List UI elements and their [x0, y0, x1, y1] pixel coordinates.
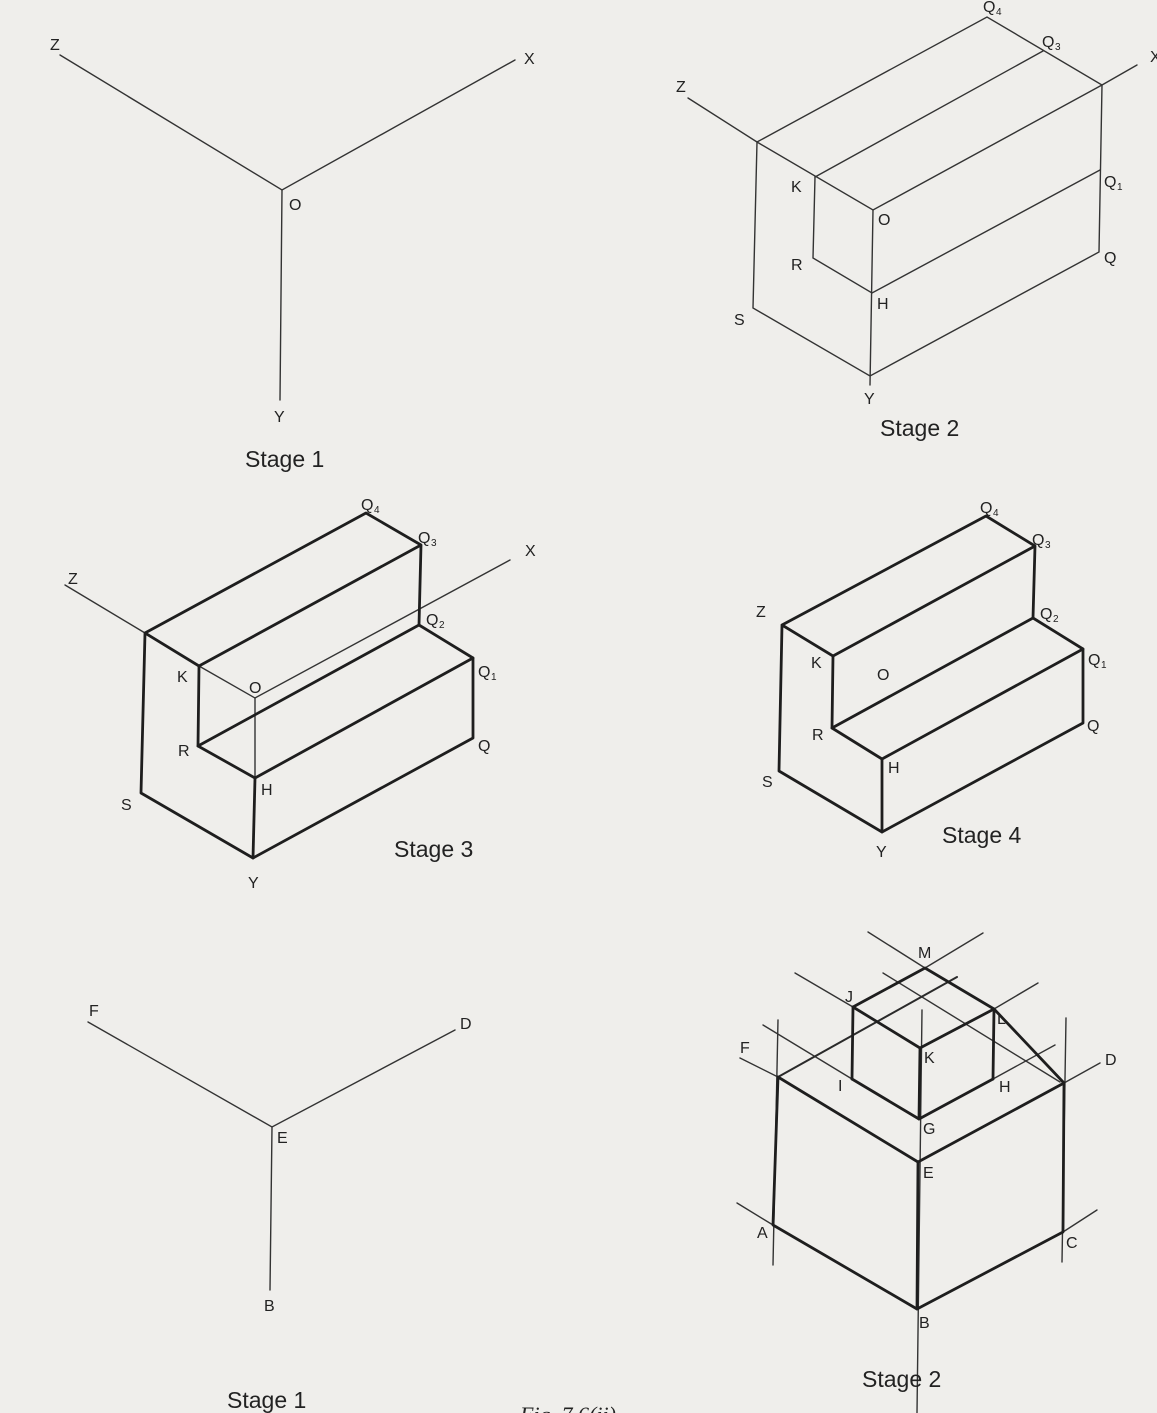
label-q4-sub: 4	[996, 7, 1002, 18]
label-q1-sub: 1	[1101, 660, 1107, 671]
label-q1-sub: 1	[1117, 182, 1123, 193]
stage-caption: Stage 4	[942, 822, 1021, 848]
label-a: A	[757, 1225, 768, 1242]
label-k: K	[924, 1050, 935, 1067]
label-l: L	[997, 1011, 1006, 1028]
label-q4: Q	[980, 500, 992, 517]
label-k: K	[791, 179, 802, 196]
z-x-axes	[59, 54, 516, 191]
label-q3-sub: 3	[1045, 540, 1051, 551]
label-r: R	[812, 727, 824, 744]
label-s: S	[121, 797, 132, 814]
label-y: Y	[864, 391, 875, 408]
label-q1: Q	[1104, 174, 1116, 191]
figure-caption: Fig. 7.6(ii)	[519, 1402, 616, 1413]
label-q4: Q	[983, 0, 995, 16]
label-q: Q	[1104, 250, 1116, 267]
label-q: Q	[1087, 718, 1099, 735]
label-y: Y	[274, 409, 285, 426]
label-e: E	[923, 1165, 934, 1182]
label-y: Y	[876, 844, 887, 861]
stage-caption: Stage 2	[862, 1366, 941, 1392]
label-q1: Q	[478, 664, 490, 681]
label-d: D	[1105, 1052, 1117, 1069]
label-q3: Q	[1032, 532, 1044, 549]
label-e: E	[277, 1130, 288, 1147]
stage-caption: Stage 3	[394, 836, 473, 862]
label-q3: Q	[1042, 34, 1054, 51]
label-y: Y	[248, 875, 259, 892]
label-q1-sub: 1	[491, 672, 497, 683]
label-q4: Q	[361, 497, 373, 514]
label-c: C	[1066, 1235, 1078, 1252]
label-h: H	[888, 760, 900, 777]
label-r: R	[791, 257, 803, 274]
second-stage2-block-diagram: M J L F K I H D G E A C B Stage 2	[736, 931, 1117, 1413]
label-o: O	[878, 212, 890, 229]
label-q4-sub: 4	[993, 508, 999, 519]
label-s: S	[734, 312, 745, 329]
stage-caption: Stage 2	[880, 415, 959, 441]
label-z: Z	[756, 604, 766, 621]
label-h: H	[999, 1079, 1011, 1096]
label-d: D	[460, 1016, 472, 1033]
label-h: H	[877, 296, 889, 313]
label-z: Z	[676, 79, 686, 96]
label-r: R	[178, 743, 190, 760]
stage1-axes-diagram: Z X O Y Stage 1	[50, 37, 535, 472]
label-s: S	[762, 774, 773, 791]
label-q3-sub: 3	[431, 538, 437, 549]
label-h: H	[261, 782, 273, 799]
label-b: B	[919, 1315, 930, 1332]
label-o: O	[249, 680, 261, 697]
label-m: M	[918, 945, 931, 962]
label-x: X	[524, 51, 535, 68]
second-stage1-axes-diagram: F D E B Stage 1	[87, 1003, 472, 1413]
label-q2: Q	[1040, 606, 1052, 623]
label-z: Z	[50, 37, 60, 54]
label-f: F	[89, 1003, 99, 1020]
label-b: B	[264, 1298, 275, 1315]
label-i: I	[838, 1078, 842, 1095]
label-z: Z	[68, 571, 78, 588]
label-o: O	[877, 667, 889, 684]
label-q2: Q	[426, 612, 438, 629]
label-q3-sub: 3	[1055, 42, 1061, 53]
label-k: K	[177, 669, 188, 686]
stage-caption: Stage 1	[245, 446, 324, 472]
label-f: F	[740, 1040, 750, 1057]
label-q4-sub: 4	[374, 505, 380, 516]
label-q1: Q	[1088, 652, 1100, 669]
label-g: G	[923, 1121, 935, 1138]
label-x: X	[525, 543, 536, 560]
label-q: Q	[478, 738, 490, 755]
label-q3: Q	[418, 530, 430, 547]
y-axis	[279, 189, 283, 401]
label-q2-sub: 2	[1053, 614, 1059, 625]
stage-caption: Stage 1	[227, 1387, 306, 1413]
label-j: J	[845, 989, 853, 1006]
label-q2-sub: 2	[439, 620, 445, 631]
label-k: K	[811, 655, 822, 672]
label-o: O	[289, 197, 301, 214]
label-x: X	[1150, 49, 1157, 66]
